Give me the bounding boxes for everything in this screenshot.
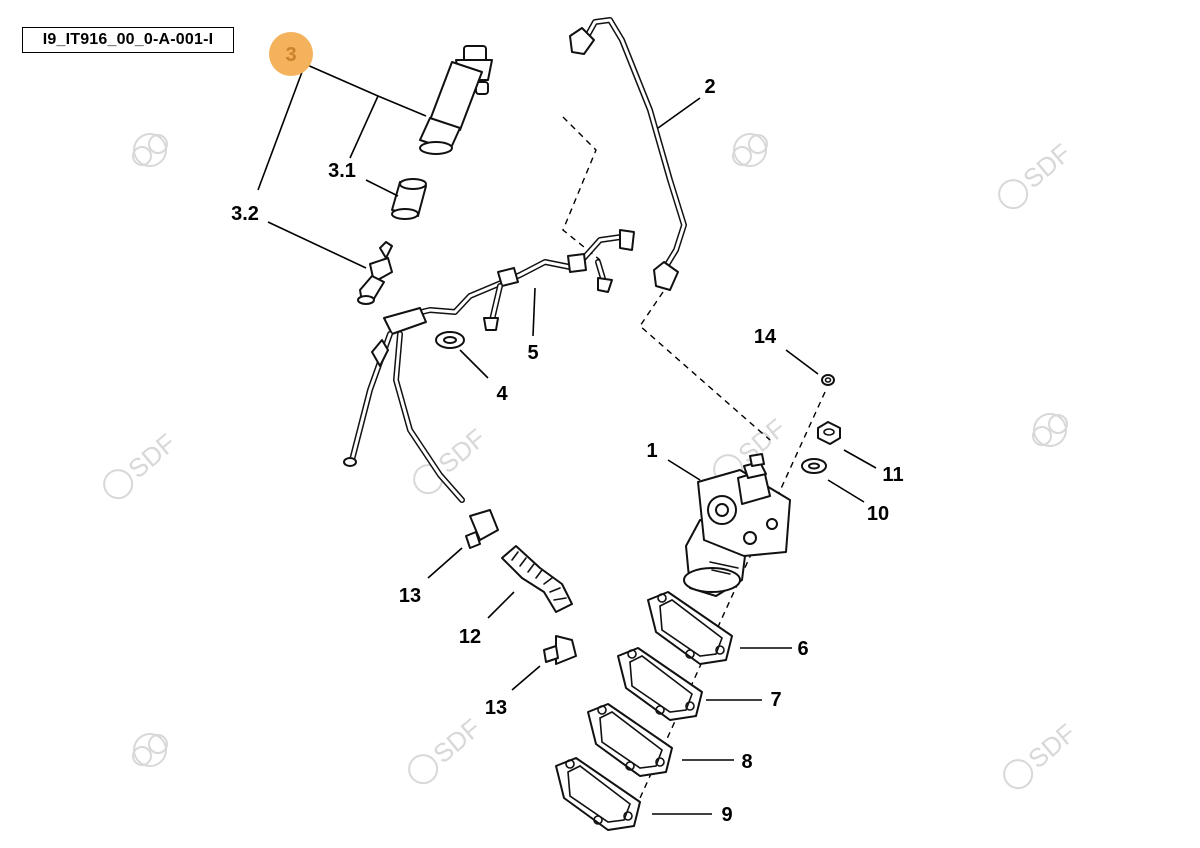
washer-part-4[interactable] [435, 331, 465, 349]
callout-8[interactable]: 8 [741, 751, 752, 773]
watermark-text: SDF [427, 713, 486, 769]
callout-3-1[interactable]: 3.1 [328, 160, 356, 182]
gasket-part-8[interactable] [587, 703, 673, 777]
callout-2[interactable]: 2 [704, 76, 715, 98]
watermark-text: SDF [1017, 138, 1076, 194]
callout-11[interactable]: 11 [882, 464, 903, 486]
callout-3[interactable]: 3 [285, 44, 296, 66]
watermark-logo [132, 733, 168, 767]
injector-sleeve-part-3-1[interactable] [391, 178, 427, 220]
screw-part-14[interactable] [821, 374, 835, 386]
callout-5[interactable]: 5 [527, 342, 538, 364]
watermark-logo [1032, 413, 1068, 447]
callout-12[interactable]: 12 [459, 626, 481, 648]
fitting-part-13-lower[interactable] [543, 635, 577, 665]
callout-7[interactable]: 7 [770, 689, 781, 711]
watermark-logo-sdf: SDF [408, 713, 486, 785]
callout-10[interactable]: 10 [867, 503, 889, 525]
injection-pump-part-1[interactable] [683, 453, 791, 597]
watermark-text: SDF [1022, 718, 1081, 774]
nut-part-11[interactable] [817, 421, 841, 445]
callout-13-lower[interactable]: 13 [485, 697, 507, 719]
diagram-reference-code: I9_IT916_00_0-A-001-I [22, 27, 234, 53]
injector-part-3[interactable] [419, 45, 493, 155]
leader-lines [257, 63, 877, 815]
injector-nozzle-part-3-2[interactable] [357, 241, 393, 305]
assembly-dashed-lines [562, 116, 826, 821]
watermark-text: SDF [122, 428, 181, 484]
callout-9[interactable]: 9 [721, 804, 732, 826]
watermark-logo-sdf: SDF [998, 138, 1076, 210]
callout-highlight-3[interactable] [269, 32, 313, 76]
callout-labels: 3 2 3.1 3.2 5 4 14 1 11 10 13 12 6 7 13 … [231, 44, 903, 826]
callout-6[interactable]: 6 [797, 638, 808, 660]
watermark-logo [132, 133, 168, 167]
gasket-part-7[interactable] [617, 647, 703, 721]
callout-3-2[interactable]: 3.2 [231, 203, 259, 225]
callout-1[interactable]: 1 [646, 440, 657, 462]
watermarks: SDF SDF SDF SDF SDF SDF [103, 133, 1081, 790]
leak-off-pipe-part-5[interactable] [343, 229, 635, 503]
callout-13-upper[interactable]: 13 [399, 585, 421, 607]
gasket-part-6[interactable] [647, 591, 733, 665]
watermark-logo [732, 133, 768, 167]
watermark-text: SDF [432, 423, 491, 479]
callout-14[interactable]: 14 [754, 326, 777, 348]
watermark-logo-sdf: SDF [103, 428, 181, 500]
watermark-logo-sdf: SDF [1003, 718, 1081, 790]
hose-part-12[interactable] [501, 545, 573, 613]
fitting-part-13-upper[interactable] [465, 509, 499, 549]
high-pressure-pipe-part-2[interactable] [569, 17, 687, 291]
washer-part-10[interactable] [801, 458, 827, 474]
gasket-part-9[interactable] [555, 757, 641, 831]
callout-4[interactable]: 4 [496, 383, 508, 405]
